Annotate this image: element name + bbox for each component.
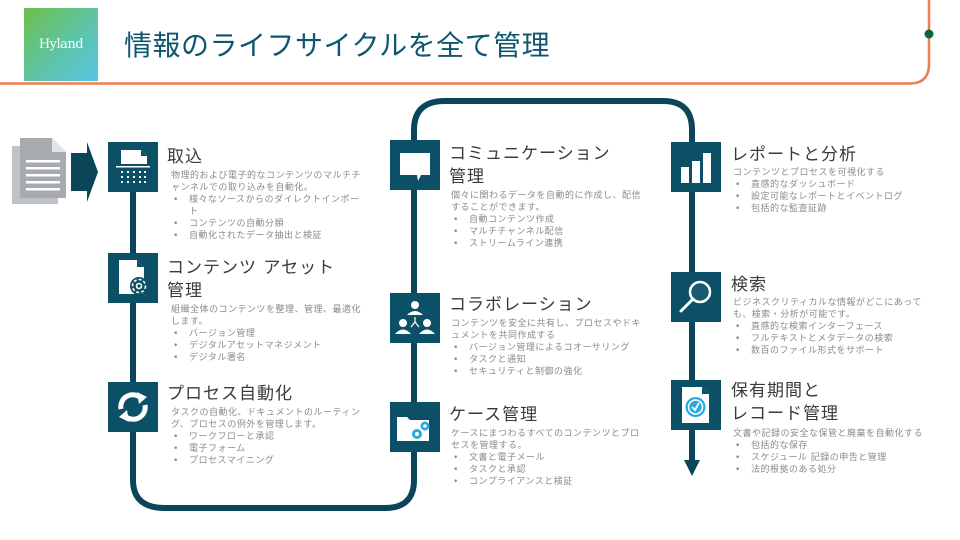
refresh-cycle-icon bbox=[118, 392, 148, 422]
stage-bullet: コンプライアンスと検証 bbox=[451, 476, 647, 488]
stage-bullet: 設定可能なレポートとイベントログ bbox=[733, 191, 943, 203]
stage-search-icon-box bbox=[671, 272, 721, 322]
stage-case-management-icon-box bbox=[390, 402, 440, 452]
stage-case-management-title: ケース管理 bbox=[449, 405, 539, 425]
stage-process-automation-body: タスクの自動化、ドキュメントのルーティング、プロセスの例外を管理します。 ワーク… bbox=[171, 407, 367, 467]
status-dot bbox=[924, 29, 934, 39]
stage-communication-icon-box bbox=[390, 140, 440, 190]
people-network-icon bbox=[395, 301, 435, 334]
stage-reporting-body: コンテンツとプロセスを可視化する 直感的なダッシュボード 設定可能なレポートとイ… bbox=[733, 167, 943, 215]
header-rule bbox=[0, 0, 931, 85]
stage-bullet: タスクと通知 bbox=[451, 354, 647, 366]
flow-end-arrow bbox=[684, 460, 700, 476]
stage-retention-title: 保有期間と レコード管理 bbox=[731, 381, 839, 424]
stage-bullet: タスクと承認 bbox=[451, 464, 647, 476]
stage-bullet: コンテンツの自動分類 bbox=[171, 218, 367, 230]
stage-description: コンテンツとプロセスを可視化する bbox=[733, 168, 886, 178]
stage-description: 物理的および電子的なコンテンツのマルチチャンネルでの取り込みを自動化。 bbox=[171, 171, 362, 193]
stage-retention-icon-box bbox=[671, 380, 721, 430]
stage-collaboration-icon-box bbox=[390, 293, 440, 343]
folder-gears-icon bbox=[397, 417, 430, 441]
document-badge-icon bbox=[682, 387, 709, 423]
stage-bullet: バージョン管理 bbox=[171, 328, 361, 340]
stage-description: 組織全体のコンテンツを整理、管理、最適化します。 bbox=[171, 305, 362, 327]
magnifier-icon bbox=[679, 280, 712, 313]
stage-bullet: 直感的な検索インターフェース bbox=[733, 321, 933, 333]
stage-bullet: セキュリティと制御の強化 bbox=[451, 366, 647, 378]
stage-description: タスクの自動化、ドキュメントのルーティング、プロセスの例外を管理します。 bbox=[171, 408, 361, 430]
stage-bullet: ストリームライン連携 bbox=[451, 238, 641, 250]
stage-description: ケースにまつわるすべてのコンテンツとプロセスを管理する。 bbox=[451, 429, 640, 451]
input-arrow bbox=[71, 142, 98, 202]
stage-communication-title: コミュニケーション 管理 bbox=[449, 144, 611, 187]
stage-communication-body: 個々に関わるデータを自動的に作成し、配信することができます。 自動コンテンツ作成… bbox=[451, 190, 641, 250]
stage-description: コンテンツを安全に共有し、プロセスやドキュメントを共同作成する bbox=[451, 319, 642, 341]
stage-bullet: バージョン管理によるコオーサリング bbox=[451, 342, 647, 354]
input-documents-icon bbox=[12, 138, 98, 204]
stage-bullet: フルテキストとメタデータの検索 bbox=[733, 333, 933, 345]
stage-bullet: 自動化されたデータ抽出と検証 bbox=[171, 230, 367, 242]
stage-bullet: 自動コンテンツ作成 bbox=[451, 214, 641, 226]
stage-bullet: 包括的な監査証跡 bbox=[733, 203, 943, 215]
stage-description: 文書や記録の安全な保管と廃棄を自動化する bbox=[733, 429, 924, 439]
stage-bullet: マルチチャンネル配信 bbox=[451, 226, 641, 238]
stage-bullet: デジタルアセットマネジメント bbox=[171, 340, 361, 352]
stage-bullet: 包括的な保存 bbox=[733, 440, 923, 452]
stage-search-title: 検索 bbox=[731, 275, 767, 295]
stage-collaboration-title: コラボレーション bbox=[449, 295, 593, 315]
stage-bullet: 電子フォーム bbox=[171, 443, 367, 455]
stage-search-body: ビジネスクリティカルな情報がどこにあっても、検索・分析が可能です。 直感的な検索… bbox=[733, 297, 933, 357]
stage-content-asset-body: 組織全体のコンテンツを整理、管理、最適化します。 バージョン管理 デジタルアセッ… bbox=[171, 304, 361, 364]
stage-description: 個々に関わるデータを自動的に作成し、配信することができます。 bbox=[451, 191, 642, 213]
stage-bullet: スケジュール 記録の申告と管理 bbox=[733, 452, 923, 464]
page-title: 情報のライフサイクルを全て管理 bbox=[124, 29, 551, 62]
stage-bullet: ワークフローと承認 bbox=[171, 431, 367, 443]
stage-capture-icon-box bbox=[108, 142, 158, 192]
stage-content-asset-title: コンテンツ アセット 管理 bbox=[167, 258, 336, 301]
stage-bullet: 文書と電子メール bbox=[451, 452, 647, 464]
stage-reporting-title: レポートと分析 bbox=[731, 145, 857, 165]
stage-case-management-body: ケースにまつわるすべてのコンテンツとプロセスを管理する。 文書と電子メール タス… bbox=[451, 428, 647, 488]
stage-bullet: 直感的なダッシュボード bbox=[733, 179, 943, 191]
stage-bullet: プロセスマイニング bbox=[171, 455, 367, 467]
stage-bullet: 様々なソースからのダイレクトインポート bbox=[171, 194, 367, 218]
stage-retention-body: 文書や記録の安全な保管と廃棄を自動化する 包括的な保存 スケジュール 記録の申告… bbox=[733, 428, 923, 476]
stage-bullet: 数百のファイル形式をサポート bbox=[733, 345, 933, 357]
stage-collaboration-body: コンテンツを安全に共有し、プロセスやドキュメントを共同作成する バージョン管理に… bbox=[451, 318, 647, 378]
logo-text: Hyland bbox=[38, 37, 84, 52]
stage-capture-title: 取込 bbox=[167, 147, 203, 167]
stage-process-automation-icon-box bbox=[108, 382, 158, 432]
stage-reporting-icon-box bbox=[671, 142, 721, 192]
stage-bullet: 法的根拠のある処分 bbox=[733, 464, 923, 476]
hyland-logo: Hyland bbox=[24, 8, 98, 81]
stage-content-asset-icon-box bbox=[108, 253, 158, 303]
header-frame bbox=[0, 0, 934, 85]
stage-description: ビジネスクリティカルな情報がどこにあっても、検索・分析が可能です。 bbox=[733, 298, 922, 320]
stage-bullet: デジタル署名 bbox=[171, 352, 361, 364]
scanner-icon bbox=[116, 150, 150, 183]
stage-capture-body: 物理的および電子的なコンテンツのマルチチャンネルでの取り込みを自動化。 様々なソ… bbox=[171, 170, 367, 242]
bar-chart-icon bbox=[681, 153, 711, 183]
document-gear-icon bbox=[119, 260, 148, 295]
stage-process-automation-title: プロセス自動化 bbox=[167, 384, 293, 404]
speech-bubble-icon bbox=[400, 153, 430, 181]
